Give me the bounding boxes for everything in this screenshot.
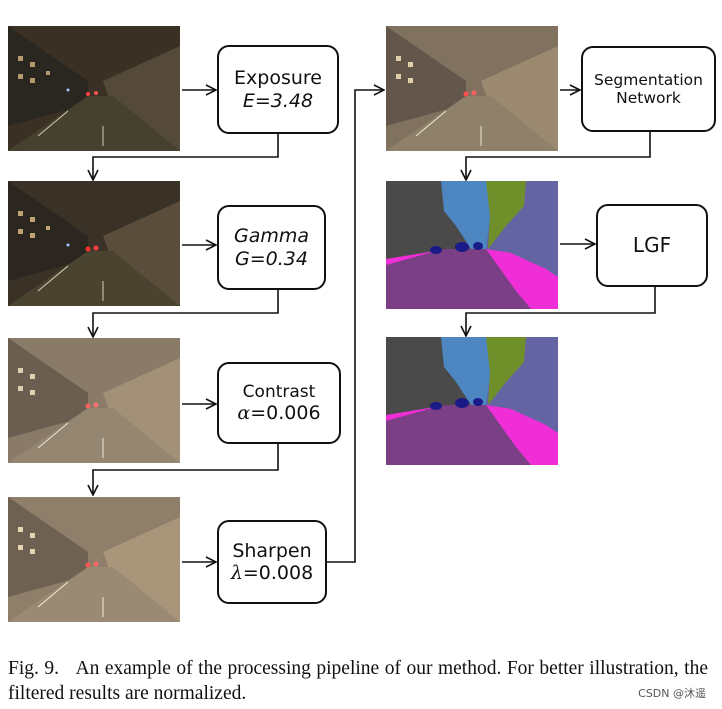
arrow-segnet-down bbox=[466, 132, 651, 180]
arrow-contrast-down bbox=[93, 443, 279, 495]
exposure-box: Exposure E=3.48 bbox=[217, 45, 339, 134]
night-photo-contrast bbox=[8, 497, 180, 622]
contrast-label: Contrast bbox=[242, 381, 316, 402]
gamma-label: Gamma bbox=[233, 225, 310, 248]
pipeline-arrows bbox=[0, 0, 656, 640]
contrast-param: α=0.006 bbox=[237, 402, 320, 424]
segnet-label-line1: Segmentation bbox=[594, 70, 703, 89]
sharpen-value: =0.008 bbox=[242, 562, 314, 584]
night-photo-exposure bbox=[8, 181, 180, 306]
arrow-gamma-down bbox=[93, 289, 279, 337]
gamma-param: G=0.34 bbox=[235, 247, 308, 270]
lgf-label: LGF bbox=[632, 232, 672, 257]
contrast-box: Contrast α=0.006 bbox=[217, 362, 341, 444]
segmentation-map-raw bbox=[386, 181, 558, 309]
caption-text: An example of the processing pipeline of… bbox=[8, 658, 708, 704]
arrow-lgf-down bbox=[466, 286, 656, 336]
arrow-exposure-down bbox=[93, 132, 279, 180]
arrow-sharpen-to-output bbox=[327, 90, 384, 563]
gamma-box: Gamma G=0.34 bbox=[217, 205, 326, 290]
sharpen-param: λ=0.008 bbox=[231, 562, 313, 584]
sharpen-box: Sharpen λ=0.008 bbox=[217, 520, 327, 604]
night-photo-input bbox=[8, 26, 180, 151]
sharpen-label: Sharpen bbox=[232, 539, 312, 562]
sharpen-symbol: λ bbox=[230, 562, 243, 584]
watermark: CSDN @沐遥 bbox=[638, 687, 706, 700]
segnet-label-line2: Network bbox=[616, 89, 681, 107]
figure-caption: Fig. 9. An example of the processing pip… bbox=[8, 656, 708, 706]
pipeline-figure: Exposure E=3.48 Gamma G=0.34 Contrast α=… bbox=[0, 0, 716, 640]
lgf-box: LGF bbox=[596, 204, 708, 287]
contrast-value: =0.006 bbox=[250, 401, 321, 424]
segmentation-network-box: Segmentation Network bbox=[581, 46, 716, 132]
contrast-symbol: α bbox=[237, 401, 251, 424]
exposure-param: E=3.48 bbox=[242, 89, 314, 112]
exposure-label: Exposure bbox=[234, 67, 322, 90]
night-photo-gamma bbox=[8, 338, 180, 463]
night-photo-filtered bbox=[386, 26, 558, 151]
caption-label: Fig. 9. bbox=[8, 658, 60, 679]
segmentation-map-refined bbox=[386, 337, 558, 465]
